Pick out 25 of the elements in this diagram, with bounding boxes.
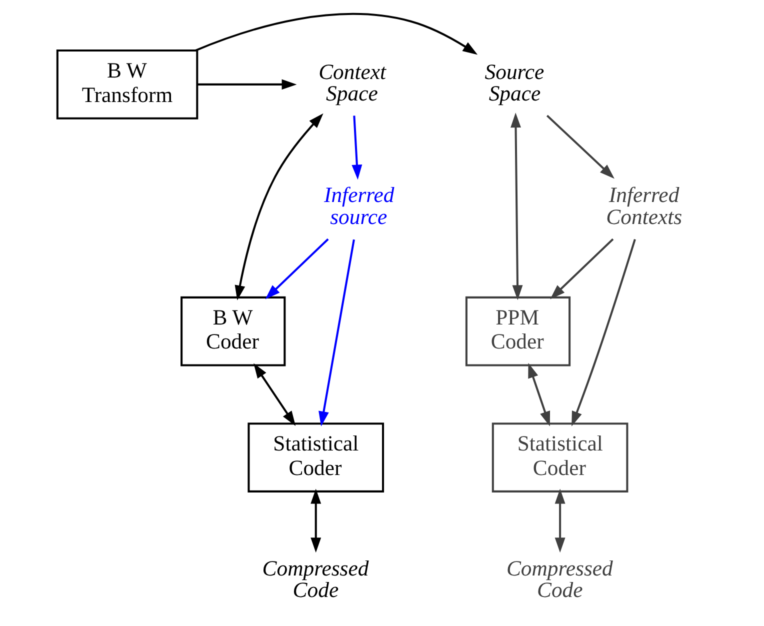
arrow (195, 12, 478, 55)
arrow (197, 79, 297, 90)
node-text: Context Space (318, 60, 386, 106)
arrow (265, 238, 329, 300)
node-box: PPM Coder (465, 296, 571, 366)
node-text: Inferred source (324, 183, 394, 229)
node-text: Inferred Contexts (606, 183, 682, 229)
arrow (510, 112, 523, 300)
arrow (546, 114, 614, 179)
arrow (550, 238, 614, 300)
arrow (572, 239, 636, 426)
arrow (310, 488, 322, 553)
node-text: Source Space (484, 60, 544, 106)
arrow (254, 363, 296, 426)
node-text: Compressed Code (262, 556, 369, 602)
node-box: Statistical Coder (248, 422, 384, 492)
arrow (554, 488, 566, 553)
arrow (234, 113, 324, 300)
arrow (352, 116, 362, 180)
arrow (528, 362, 550, 426)
node-box: B W Transform (56, 50, 198, 120)
arrow (318, 239, 355, 426)
node-box: B W Coder (180, 296, 286, 366)
node-box: Statistical Coder (492, 422, 628, 492)
node-text: Compressed Code (506, 556, 613, 602)
